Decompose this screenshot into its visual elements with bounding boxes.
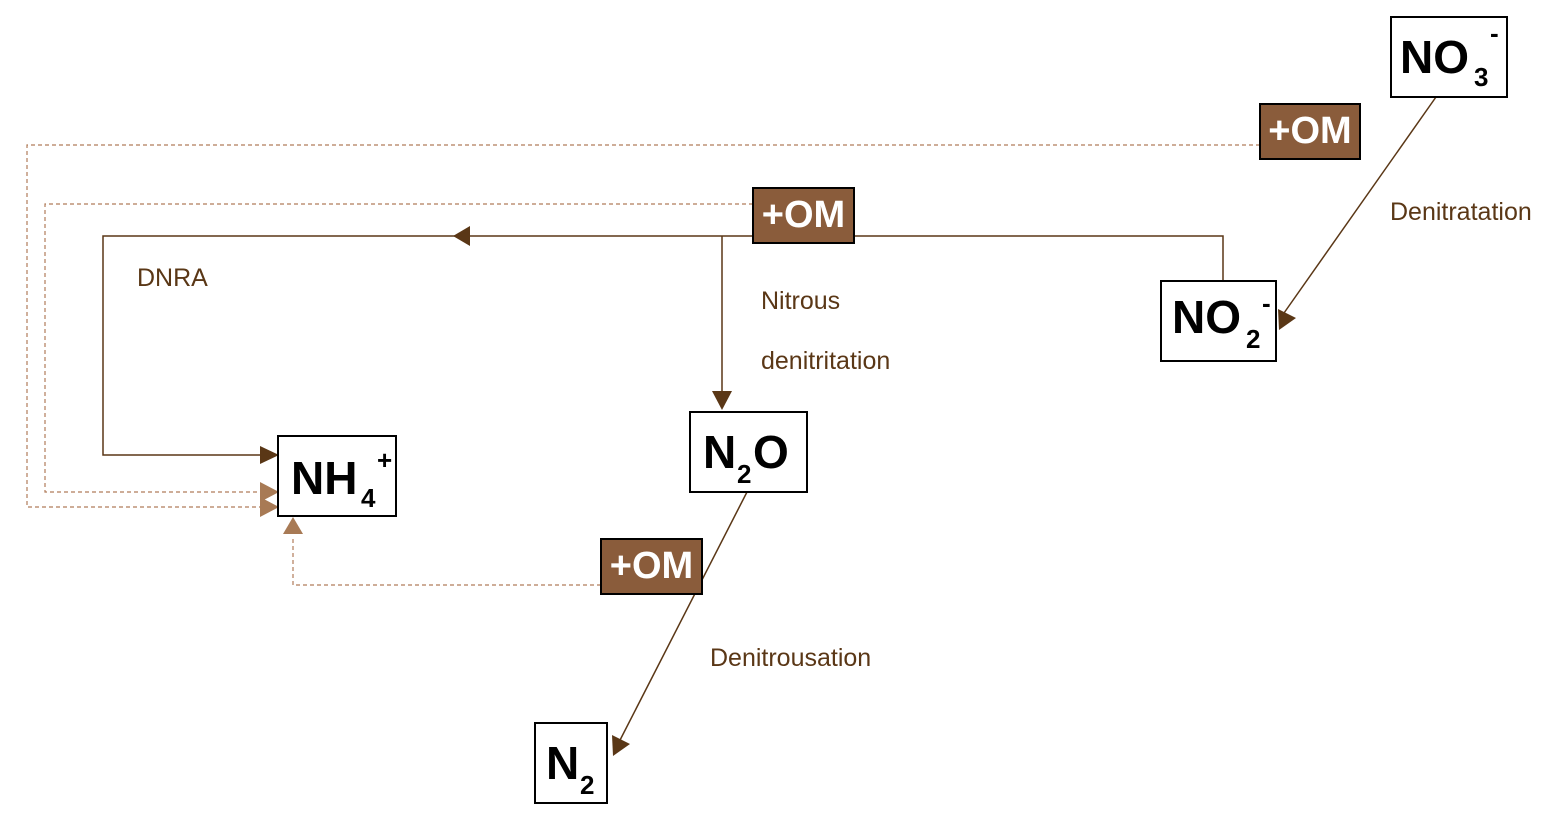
denitrousation-line: [616, 491, 748, 747]
label-denitratation: Denitratation: [1390, 198, 1532, 226]
om-dashed-path-outer: [26, 144, 1260, 508]
nitrite-branch-line: [102, 235, 1224, 456]
denitrousation-arrowhead: [612, 735, 630, 756]
nitrite-box: NO 2 -: [1160, 280, 1277, 362]
ammonium-main: NH: [291, 452, 358, 504]
dinitrogen-main: N: [546, 737, 580, 789]
nitrate-superscript: -: [1490, 18, 1499, 48]
label-nitrous-line2: denitritation: [761, 347, 891, 375]
nitrite-main: NO: [1172, 291, 1241, 343]
om-box-nitrous-oxide: +OM: [600, 538, 703, 595]
om-dashed-path-inner: [44, 203, 753, 493]
om-inner-arrowhead: [260, 482, 279, 502]
denitratation-arrow-line: [1283, 96, 1437, 314]
dinitrogen-box: N 2: [534, 722, 608, 804]
denitratation-arrowhead: [1278, 309, 1296, 330]
label-nitrous-line1: Nitrous: [761, 287, 841, 315]
nitrous-denitritation-arrowhead: [712, 391, 732, 410]
om-box-denitratation: +OM: [1259, 103, 1361, 160]
label-denitrousation: Denitrousation: [710, 644, 872, 672]
om-outer-arrowhead: [260, 497, 279, 517]
ammonium-box: NH 4 +: [277, 435, 397, 517]
ammonium-subscript: 4: [361, 483, 376, 513]
nitrate-main: NO: [1400, 31, 1469, 83]
nitrate-box: NO 3 -: [1390, 16, 1508, 98]
om-dashed-path-lower: [292, 536, 601, 586]
dnra-arrowhead: [260, 446, 279, 464]
ammonium-superscript: +: [377, 445, 393, 475]
nitrite-superscript: -: [1262, 288, 1271, 318]
nitrous-oxide-box: N 2 O: [689, 411, 808, 493]
dnra-mid-arrowhead: [453, 226, 470, 246]
dinitrogen-subscript: 2: [580, 770, 595, 800]
nitrous-oxide-o: O: [753, 426, 789, 478]
om-lower-arrowhead: [283, 517, 303, 534]
nitrate-subscript: 3: [1474, 62, 1489, 92]
nitrous-oxide-n: N: [703, 426, 737, 478]
nitrite-subscript: 2: [1246, 324, 1261, 354]
nitrous-oxide-subscript: 2: [737, 459, 752, 489]
om-box-nitrite: +OM: [752, 187, 855, 244]
label-dnra: DNRA: [137, 264, 208, 292]
